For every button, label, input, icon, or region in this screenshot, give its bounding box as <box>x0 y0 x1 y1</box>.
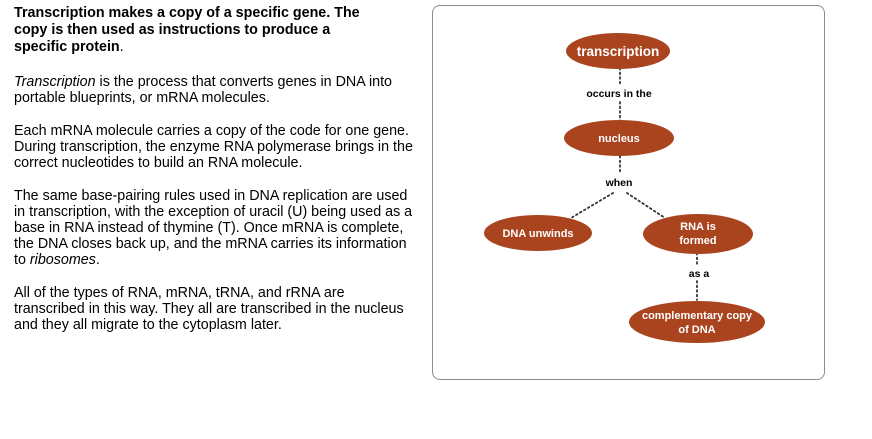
node-complementary-copy-label-2: of DNA <box>678 324 715 336</box>
heading-line-2: copy is then used as instructions to pro… <box>14 22 331 38</box>
connector-when-to-dna-unwinds <box>570 192 614 219</box>
paragraph-3-end: . <box>95 252 100 268</box>
node-dna-unwinds-label: DNA unwinds <box>502 228 573 240</box>
node-complementary-copy: complementary copy of DNA <box>629 301 765 343</box>
node-rna-formed: RNA is formed <box>643 214 753 254</box>
link-occurs-in-the: occurs in the <box>586 88 652 100</box>
paragraph-1-text: is the process that converts genes in DN… <box>14 74 392 106</box>
heading-period: . <box>119 39 124 55</box>
node-nucleus: nucleus <box>564 120 674 156</box>
node-transcription: transcription <box>566 33 670 69</box>
paragraph-4: All of the types of RNA, mRNA, tRNA, and… <box>14 285 404 333</box>
ribosomes-term: ribosomes <box>29 252 96 268</box>
link-when: when <box>605 177 633 189</box>
heading-line-3: specific protein <box>14 39 120 55</box>
paragraph-3-text: The same base-pairing rules used in DNA … <box>14 188 413 268</box>
text-panel: Transcription makes a copy of a specific… <box>14 5 414 350</box>
transcription-term: Transcription <box>14 74 96 90</box>
heading-line-1: Transcription makes a copy of a specific… <box>14 5 360 21</box>
node-rna-formed-label-1: RNA is <box>680 221 716 233</box>
concept-map: transcription nucleus DNA unwinds RNA is… <box>484 33 765 343</box>
concept-map-panel: transcription nucleus DNA unwinds RNA is… <box>432 5 825 380</box>
paragraph-3: The same base-pairing rules used in DNA … <box>14 188 414 268</box>
paragraph-1: Transcription is the process that conver… <box>14 74 414 106</box>
node-complementary-copy-label-1: complementary copy <box>642 310 753 322</box>
connector-when-to-rna-formed <box>626 192 666 219</box>
node-nucleus-label: nucleus <box>598 133 640 145</box>
paragraph-2: Each mRNA molecule carries a copy of the… <box>14 123 413 171</box>
link-as-a: as a <box>689 268 710 280</box>
node-transcription-label: transcription <box>577 44 660 59</box>
node-rna-formed-label-2: formed <box>679 235 716 247</box>
heading: Transcription makes a copy of a specific… <box>14 5 414 56</box>
node-dna-unwinds: DNA unwinds <box>484 215 592 251</box>
